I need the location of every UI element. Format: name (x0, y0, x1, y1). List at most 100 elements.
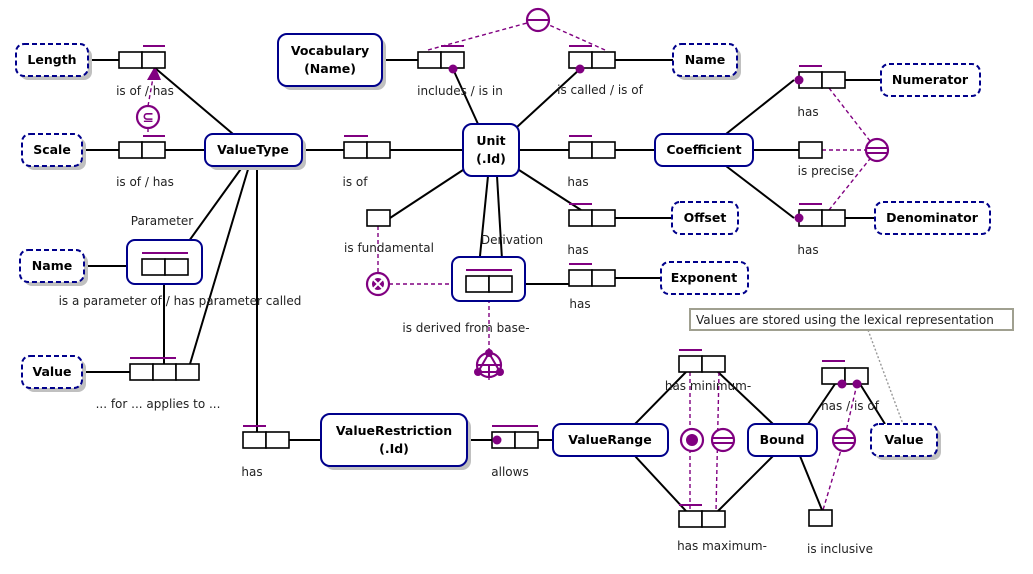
role-box[interactable] (591, 209, 616, 227)
entity-exponent[interactable]: Exponent (660, 261, 749, 295)
entity-ref-mode: (Name) (304, 61, 356, 76)
role-box[interactable] (798, 141, 823, 159)
fact-type[interactable] (568, 51, 616, 69)
role-box[interactable] (808, 509, 833, 527)
role-box[interactable] (366, 209, 391, 227)
fact-type[interactable] (798, 71, 846, 89)
role-box[interactable] (568, 209, 593, 227)
entity-vocabulary[interactable]: Vocabulary(Name) (277, 33, 386, 90)
diagram-shape (747, 423, 818, 457)
equality-constraint-bound-icon[interactable] (831, 427, 857, 453)
role-box[interactable] (514, 431, 539, 449)
entity-ref-mode: (.Id) (379, 441, 409, 456)
entity-label: Offset (684, 210, 727, 225)
entity-offset[interactable]: Offset (671, 201, 739, 235)
entity-valuerestriction[interactable]: ValueRestriction(.Id) (320, 413, 471, 470)
fact-type[interactable] (343, 141, 391, 159)
role-box[interactable] (242, 431, 267, 449)
objectification-derivation-label: Derivation (481, 233, 543, 247)
role-box[interactable] (141, 141, 166, 159)
fact-type[interactable] (465, 275, 513, 293)
role-box[interactable] (821, 209, 846, 227)
entity-label: Coefficient (666, 142, 741, 157)
model-note[interactable]: Values are stored using the lexical repr… (689, 308, 1014, 331)
exclusion-constraint-icon[interactable] (525, 7, 551, 33)
entity-name-left[interactable]: Name (19, 249, 88, 286)
fact-type[interactable] (821, 367, 869, 385)
reading-parameter: is a parameter of / has parameter called (59, 294, 302, 308)
entity-label: Value (884, 432, 923, 447)
fact-type[interactable] (141, 258, 189, 276)
role-box[interactable] (591, 269, 616, 287)
entity-value-left[interactable]: Value (21, 355, 86, 392)
equality-constraint-range-icon[interactable] (710, 427, 736, 453)
fact-type[interactable] (129, 363, 200, 381)
fact-type[interactable] (568, 269, 616, 287)
fact-type[interactable] (678, 510, 726, 528)
role-box[interactable] (141, 51, 166, 69)
diagram-shape (82, 59, 886, 512)
role-box[interactable] (265, 431, 290, 449)
diagram-shape (476, 351, 502, 377)
role-box[interactable] (152, 363, 177, 381)
entity-name-top[interactable]: Name (672, 43, 741, 80)
entity-valuerange[interactable]: ValueRange (552, 423, 669, 457)
role-box[interactable] (164, 258, 189, 276)
diagram-shape (864, 137, 890, 163)
fact-type[interactable] (417, 51, 465, 69)
entity-denominator[interactable]: Denominator (874, 201, 991, 235)
entity-label: Exponent (671, 270, 737, 285)
equality-constraint-icon[interactable] (864, 137, 890, 163)
role-box[interactable] (118, 51, 143, 69)
entity-scale[interactable]: Scale (21, 133, 86, 170)
role-box[interactable] (701, 355, 726, 373)
role-box[interactable] (591, 141, 616, 159)
fact-type[interactable] (798, 141, 823, 159)
entity-bound[interactable]: Bound (747, 423, 818, 457)
fact-type[interactable] (242, 431, 290, 449)
role-box[interactable] (678, 355, 703, 373)
role-box[interactable] (129, 363, 154, 381)
fact-type[interactable] (118, 51, 166, 69)
role-box[interactable] (568, 141, 593, 159)
role-box[interactable] (118, 141, 143, 159)
fact-type[interactable] (808, 509, 833, 527)
diagram-shape (831, 427, 857, 453)
fact-type[interactable] (568, 141, 616, 159)
entity-valuetype[interactable]: ValueType (204, 133, 306, 170)
inclusive-or-constraint-icon[interactable] (679, 427, 705, 453)
role-box[interactable] (141, 258, 166, 276)
fact-type[interactable] (568, 209, 616, 227)
fact-type[interactable] (678, 355, 726, 373)
entity-unit[interactable]: Unit(.Id) (462, 123, 520, 177)
role-box[interactable] (701, 510, 726, 528)
diagram-shape (552, 423, 669, 457)
ring-constraint-icon[interactable] (474, 349, 504, 379)
entity-length[interactable]: Length (15, 43, 92, 80)
role-box[interactable] (465, 275, 490, 293)
fact-type[interactable] (798, 209, 846, 227)
role-box[interactable] (488, 275, 513, 293)
fact-readings: is of / has is of / has is of includes /… (59, 83, 880, 556)
exclusive-or-constraint-icon[interactable] (365, 271, 391, 297)
entity-coefficient[interactable]: Coefficient (654, 133, 754, 167)
fact-type[interactable] (366, 209, 391, 227)
role-box[interactable] (568, 269, 593, 287)
role-box[interactable] (343, 141, 368, 159)
diagram-shape (880, 63, 981, 97)
diagram-shape (21, 355, 83, 389)
reading-is-called: is called / is of (557, 83, 643, 97)
role-box[interactable] (678, 510, 703, 528)
subset-constraint-icon[interactable]: ⊆ (135, 104, 161, 130)
reading-vt-unit: is of (343, 175, 369, 189)
role-box[interactable] (175, 363, 200, 381)
role-box[interactable] (366, 141, 391, 159)
role-box[interactable] (417, 51, 442, 69)
diagram-shape (689, 308, 1014, 331)
entity-numerator[interactable]: Numerator (880, 63, 981, 97)
role-box[interactable] (821, 71, 846, 89)
role-box[interactable] (591, 51, 616, 69)
fact-type[interactable] (118, 141, 166, 159)
entity-value-right[interactable]: Value (870, 423, 941, 460)
diagram-shape (833, 437, 855, 444)
